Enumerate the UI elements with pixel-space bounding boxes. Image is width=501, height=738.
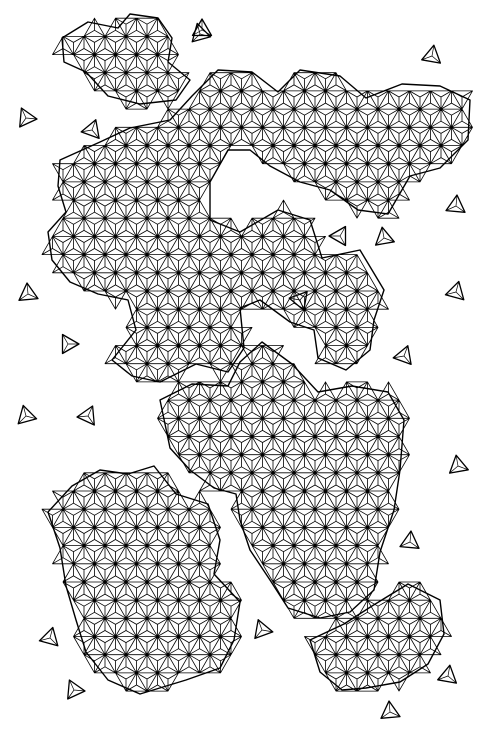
loose-triangle [448, 454, 469, 474]
cluster-middle-mass-outline [159, 341, 405, 619]
cluster-upper-band-outline [47, 69, 471, 383]
loose-triangle [392, 345, 412, 366]
loose-triangles [17, 18, 469, 719]
cluster-bottom-left-outline [47, 465, 241, 695]
cluster-top-left-cap-outline [61, 13, 191, 105]
loose-triangle [445, 194, 466, 213]
lattice-edges [41, 17, 473, 692]
loose-triangle [421, 44, 442, 64]
loose-triangle [437, 664, 458, 684]
cluster-outlines [47, 13, 471, 695]
loose-triangle [19, 107, 38, 128]
loose-triangle [80, 119, 100, 140]
loose-triangle [254, 619, 274, 640]
lattice-clusters [41, 17, 473, 692]
loose-triangle [399, 530, 420, 549]
loose-triangle [288, 290, 308, 311]
loose-triangle [374, 226, 395, 246]
loose-triangle [38, 626, 59, 647]
loose-triangle [18, 282, 39, 301]
loose-triangle [67, 679, 86, 700]
loose-triangle [61, 333, 80, 355]
loose-triangle [191, 18, 213, 37]
cluster-bottom-right-outline [309, 583, 445, 691]
loose-triangle [76, 405, 95, 426]
loose-triangle [380, 700, 401, 719]
loose-triangle [444, 280, 465, 301]
loose-triangle [328, 225, 347, 247]
loose-triangle [17, 404, 38, 425]
